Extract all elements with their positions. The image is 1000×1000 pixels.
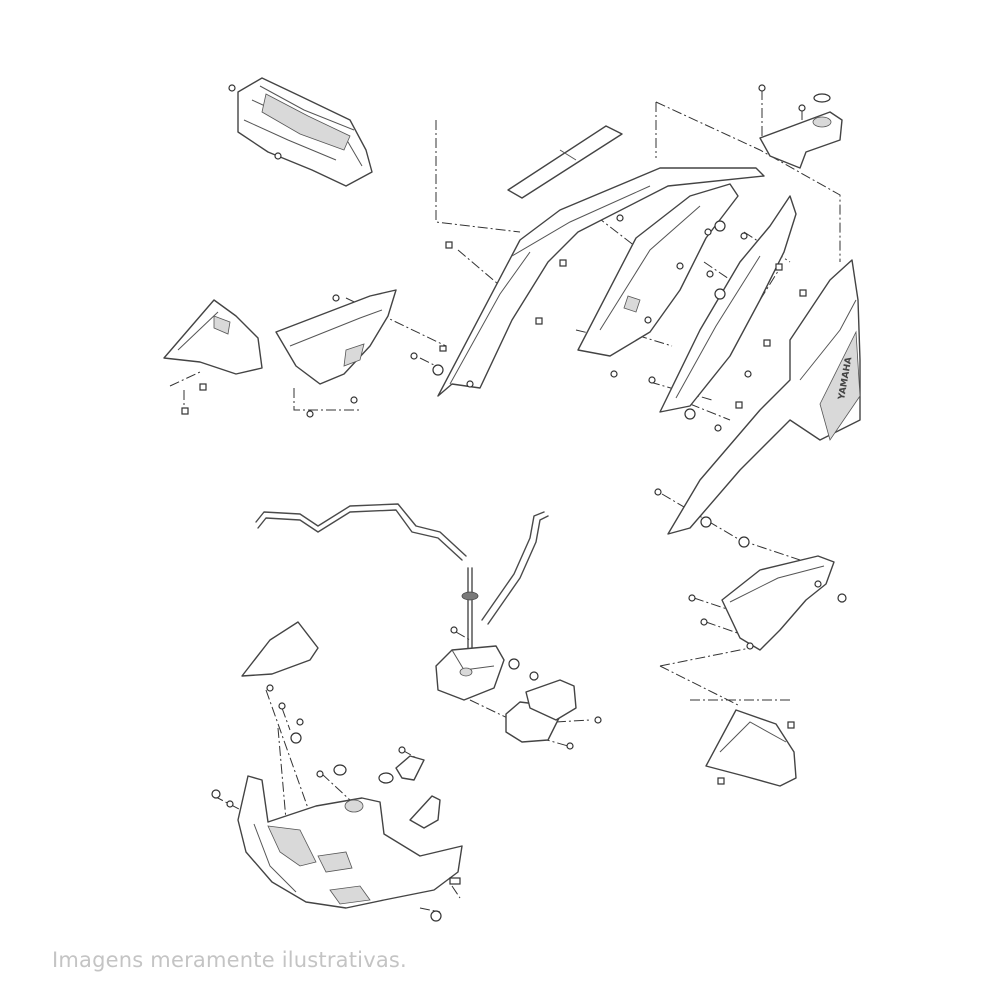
leader-lines: [169, 87, 841, 913]
inner-panel-right: [659, 195, 797, 413]
main-side-cowl-left: [437, 167, 765, 397]
rubber-block: [505, 679, 602, 750]
fasteners: [181, 84, 807, 778]
upper-left-cover: [237, 77, 373, 187]
right-bottom-cover: [705, 709, 797, 787]
upper-bracket: [758, 84, 843, 169]
screen-panel: [507, 125, 623, 199]
hose: [255, 503, 549, 625]
right-side-cowl: YAMAHA: [667, 259, 861, 535]
left-small-cover: [163, 299, 263, 375]
fairing-clips: [211, 755, 461, 922]
front-fairing: [237, 621, 463, 909]
right-lower-bracket: [721, 555, 847, 651]
inner-panel-center: [577, 183, 739, 357]
center-bracket: [435, 567, 539, 701]
left-bracket: [275, 289, 397, 385]
illustration-disclaimer: Imagens meramente ilustrativas.: [52, 948, 407, 972]
